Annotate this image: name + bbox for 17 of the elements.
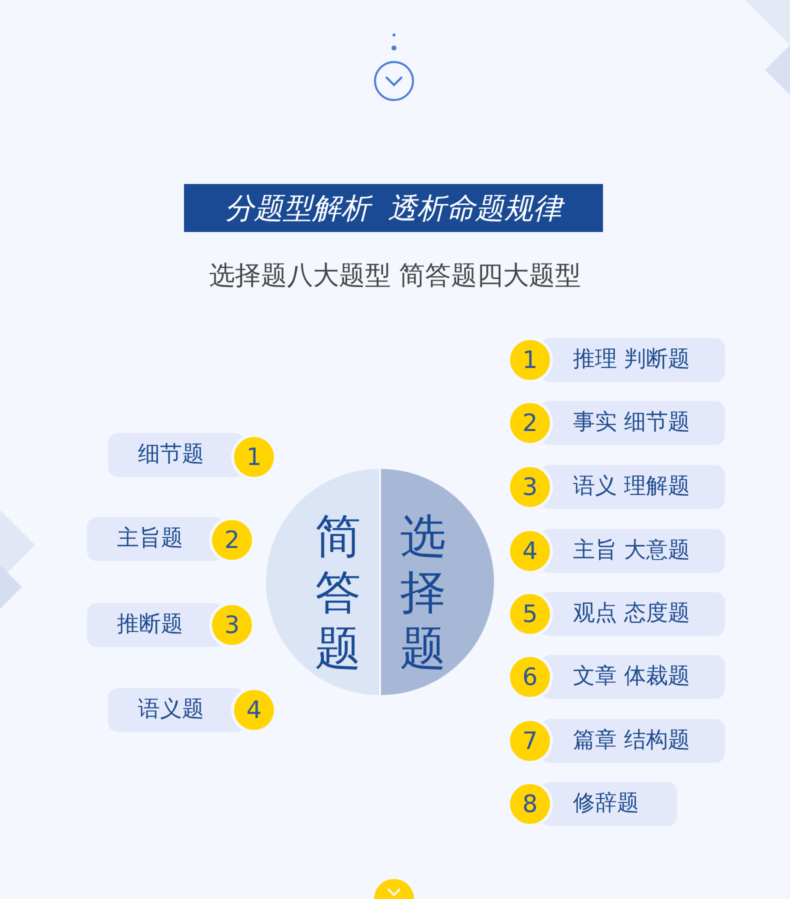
number-badge: 1 (510, 340, 550, 380)
number-badge: 4 (234, 690, 274, 730)
question-type-pill: 细节题 (108, 433, 245, 477)
number-badge: 5 (510, 594, 550, 634)
number-badge: 2 (510, 403, 550, 443)
number-badge: 2 (212, 520, 252, 560)
number-badge: 1 (234, 437, 274, 477)
subtitle: 选择题八大题型 简答题四大题型 (208, 260, 582, 293)
title-banner: 分题型解析 透析命题规律 (184, 184, 603, 232)
category-label: 选择题 (398, 508, 448, 676)
number-badge: 6 (510, 657, 550, 697)
number-badge: 7 (510, 721, 550, 761)
category-label: 简答题 (313, 508, 363, 676)
number-badge: 8 (510, 784, 550, 824)
number-badge: 3 (510, 467, 550, 507)
number-badge: 4 (510, 531, 550, 571)
number-badge: 3 (212, 605, 252, 645)
